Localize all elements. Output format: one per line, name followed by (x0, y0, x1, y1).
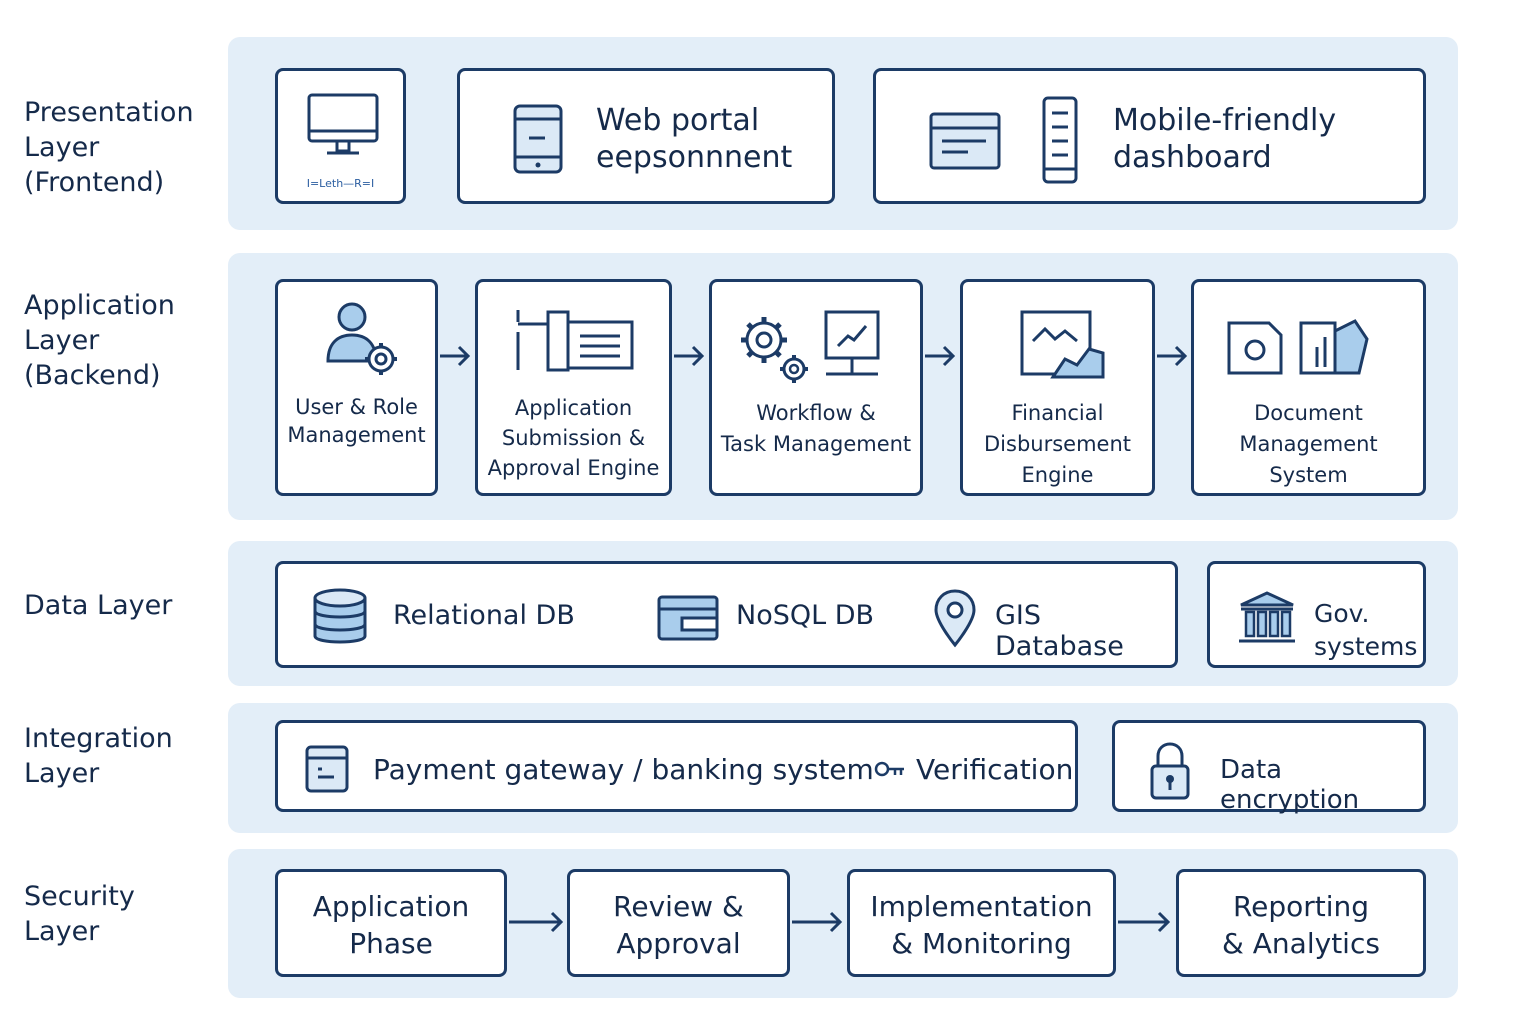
phase-review[interactable]: Review & Approval (567, 869, 790, 977)
document-icon (1225, 317, 1369, 379)
gov-systems-card[interactable]: Gov. systems (1207, 561, 1426, 668)
mobile-dashboard-label: Mobile-friendly dashboard (1113, 103, 1337, 175)
module-financial-label: Financial Disbursement Engine (984, 401, 1131, 487)
module-user-role[interactable]: User & Role Management (275, 279, 438, 496)
databases-card[interactable]: Relational DB NoSQL DB GIS Database (275, 561, 1178, 668)
module-application-submission-label: Application Submission & Approval Engine (487, 396, 660, 480)
data-encryption-label: Data encryption (1220, 755, 1360, 815)
phase-application[interactable]: Application Phase (275, 869, 507, 977)
gov-systems-label: Gov. systems (1314, 599, 1418, 661)
monitor-icon (305, 91, 381, 161)
monitor-card[interactable]: I=Leth—R=I (275, 68, 406, 204)
web-portal-label: Web portal eepsonnnent (596, 103, 793, 175)
arrow-right-icon (440, 345, 471, 367)
arrow-right-icon (674, 345, 705, 367)
arrow-right-icon (925, 345, 956, 367)
payment-document-icon (304, 744, 350, 794)
layer-label-data: Data Layer (24, 590, 173, 621)
nosql-icon (656, 594, 720, 642)
phase-review-label: Review & Approval (613, 890, 744, 960)
relational-db-label: Relational DB (393, 600, 575, 631)
phase-implementation-label: Implementation & Monitoring (870, 890, 1093, 960)
module-document[interactable]: Document Management System (1191, 279, 1426, 496)
encryption-card[interactable]: Data encryption (1112, 720, 1426, 815)
layer-label-presentation: Presentation Layer (Frontend) (24, 97, 194, 198)
gis-database-label: GIS Database (995, 600, 1124, 662)
layer-label-application: Application Layer (Backend) (24, 290, 175, 391)
database-icon (311, 586, 369, 648)
form-icon (514, 308, 636, 372)
finance-chart-icon (1019, 309, 1107, 381)
monitor-caption: I=Leth—R=I (306, 177, 375, 190)
browser-window-icon (928, 111, 1002, 171)
phase-implementation[interactable]: Implementation & Monitoring (847, 869, 1116, 977)
module-financial[interactable]: Financial Disbursement Engine (960, 279, 1155, 496)
verification-label: Verification (916, 753, 1074, 786)
payment-gateway-label: Payment gateway / banking system (373, 753, 874, 786)
phase-reporting[interactable]: Reporting & Analytics (1176, 869, 1426, 977)
layer-label-security: Security Layer (24, 881, 135, 947)
user-gear-icon (324, 299, 400, 379)
module-application-submission[interactable]: Application Submission & Approval Engine (475, 279, 672, 496)
mobile-dashboard-card[interactable]: Mobile-friendly dashboard (873, 68, 1426, 204)
phone-icon (1041, 95, 1079, 185)
payment-card[interactable]: Payment gateway / banking system Verific… (275, 720, 1078, 812)
web-portal-card[interactable]: Web portal eepsonnnent (457, 68, 835, 204)
padlock-icon (1148, 740, 1192, 802)
government-building-icon (1237, 589, 1297, 647)
key-icon (874, 760, 906, 780)
module-document-label: Document Management System (1239, 401, 1378, 487)
tablet-icon (511, 102, 565, 176)
arrow-right-icon (792, 911, 843, 933)
phase-reporting-label: Reporting & Analytics (1222, 890, 1380, 960)
arrow-right-icon (1157, 345, 1188, 367)
arrow-right-icon (1118, 911, 1171, 933)
gears-chart-icon (738, 308, 884, 386)
module-workflow[interactable]: Workflow & Task Management (709, 279, 923, 496)
layer-label-integration: Integration Layer (24, 723, 173, 789)
module-workflow-label: Workflow & Task Management (720, 401, 912, 456)
arrow-right-icon (509, 911, 564, 933)
phase-application-label: Application Phase (312, 890, 470, 960)
module-user-role-label: User & Role Management (287, 395, 426, 447)
nosql-db-label: NoSQL DB (736, 600, 875, 631)
location-pin-icon (932, 588, 978, 648)
